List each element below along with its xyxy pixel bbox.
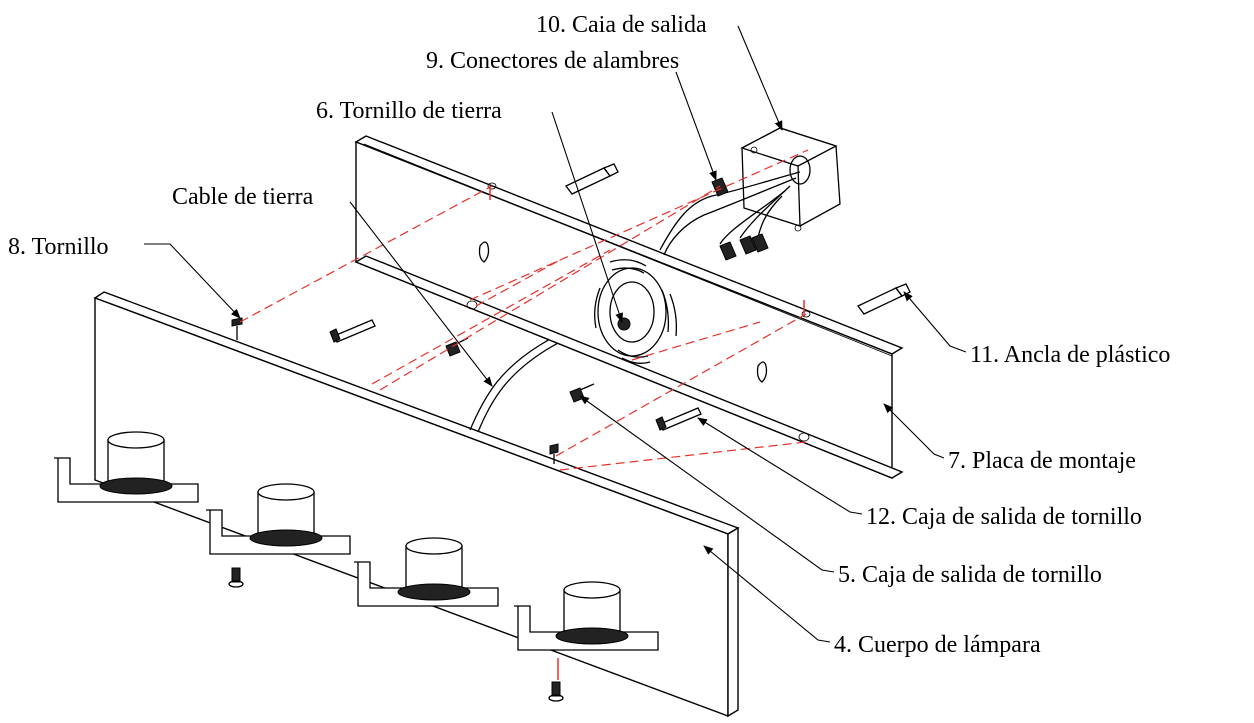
label-ground-screw: 6. Tornillo de tierra xyxy=(316,98,502,124)
labels: 10. Caia de salida 9. Conectores de alam… xyxy=(8,12,1170,658)
screw-12 xyxy=(655,407,702,431)
label-screw: 8. Tornillo xyxy=(8,234,109,260)
mounting-plate xyxy=(354,135,904,480)
label-outlet-box-screw-12: 12. Caja de salida de tornillo xyxy=(866,504,1142,530)
socket-arm-1 xyxy=(54,431,199,503)
screw-left-long xyxy=(329,319,376,343)
label-outlet-box: 10. Caia de salida xyxy=(536,12,707,38)
screw-bottom-1 xyxy=(228,567,244,588)
label-lamp-body: 4. Cuerpo de lámpara xyxy=(834,632,1041,658)
screw-body-mid xyxy=(549,443,559,464)
outlet-box xyxy=(740,127,841,232)
label-ground-cable: Cable de tierra xyxy=(172,184,314,210)
label-outlet-box-screw-5: 5. Caja de salida de tornillo xyxy=(838,562,1102,588)
screw-bottom-2 xyxy=(548,681,564,702)
screw-5 xyxy=(569,383,595,403)
wire-connectors xyxy=(659,171,801,261)
socket-arm-2 xyxy=(206,483,351,555)
socket-arm-4 xyxy=(514,581,659,651)
label-wire-connectors: 9. Conectores de alambres xyxy=(426,48,679,74)
plastic-anchor-right xyxy=(857,283,911,315)
label-plastic-anchor: 11. Ancla de plástico xyxy=(970,342,1170,368)
socket-arm-3 xyxy=(354,537,499,607)
leader-lines xyxy=(144,25,967,643)
label-mounting-plate: 7. Placa de montaje xyxy=(948,448,1136,474)
alignment-guides xyxy=(239,149,809,680)
